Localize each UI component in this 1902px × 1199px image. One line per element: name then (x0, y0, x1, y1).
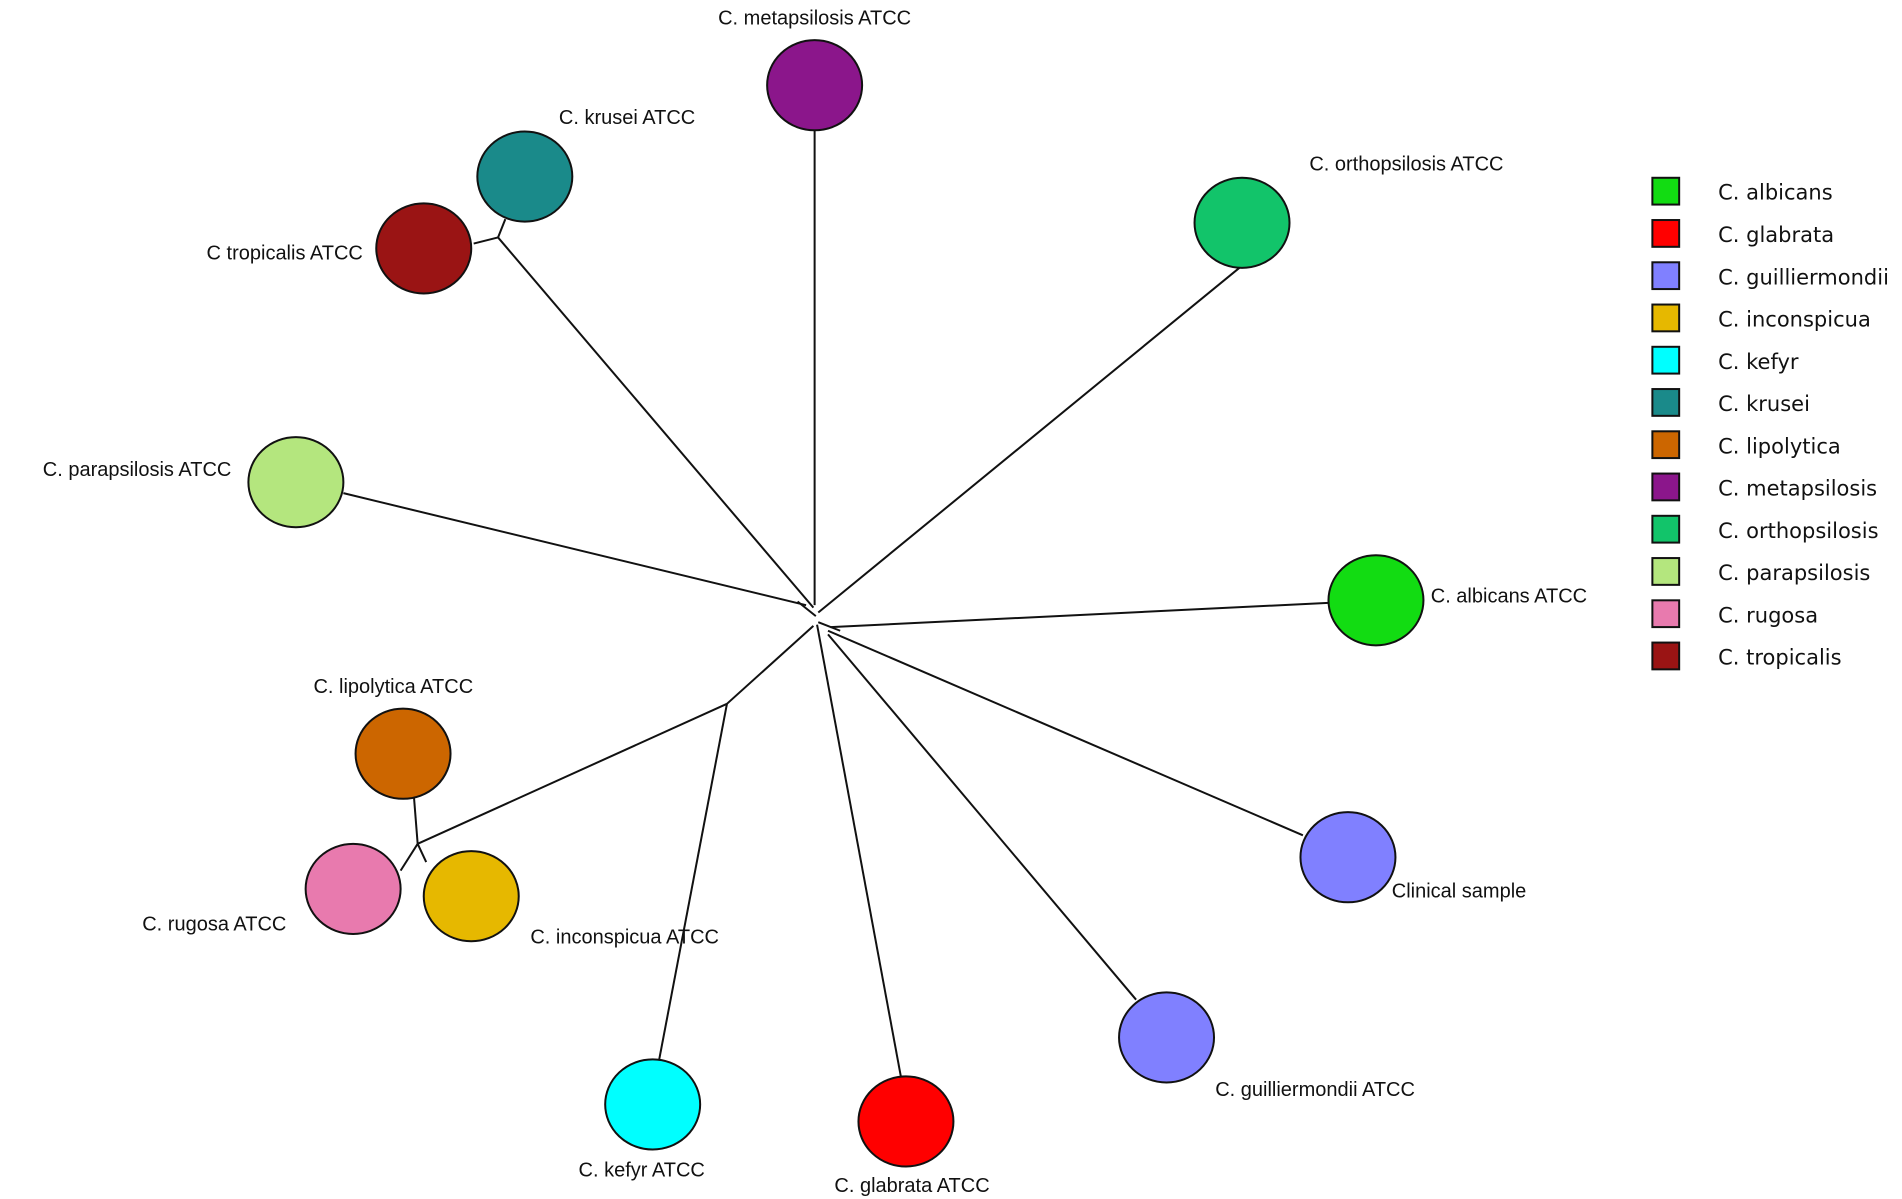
node-rugosa (304, 842, 402, 935)
legend-swatch (1651, 345, 1681, 375)
legend-label: C. tropicalis (1718, 646, 1841, 670)
legend-swatch (1651, 641, 1681, 671)
legend-swatch (1651, 557, 1681, 586)
legend-swatch (1651, 430, 1681, 460)
tree-branch (416, 843, 428, 863)
tree-branch (817, 621, 841, 632)
legend-swatch (1651, 261, 1681, 291)
tree-labels: C. metapsilosis ATCC C. krusei ATCC C trop… (43, 7, 1587, 1197)
legend-label: C. orthopsilosis (1718, 519, 1878, 543)
legend-label: C. albicans (1718, 181, 1833, 205)
legend-swatch (1651, 599, 1681, 629)
legend-label: C. lipolytica (1718, 434, 1841, 458)
legend-swatch (1651, 472, 1681, 502)
node-label-clinical: Clinical sample (1392, 880, 1527, 902)
node-tropicalis (375, 202, 473, 295)
tree-branch (417, 702, 728, 845)
legend: C. albicans C. glabrata C. guilliermondiiC… (1651, 176, 1889, 671)
node-label-rugosa: C. rugosa ATCC (142, 913, 286, 935)
node-label-lipolytica: C. lipolytica ATCC (313, 676, 473, 698)
node-label-orthopsilosis: C. orthopsilosis ATCC (1309, 153, 1503, 175)
node-metapsilosis (766, 39, 864, 132)
node-label-kefyr: C. kefyr ATCC (579, 1159, 705, 1181)
node-albicans (1327, 554, 1425, 647)
tree-branch (497, 236, 815, 609)
node-label-metapsilosis: C. metapsilosis ATCC (718, 7, 911, 29)
node-label-parapsilosis: C. parapsilosis ATCC (43, 459, 232, 481)
tree-nodes (247, 39, 1425, 1168)
legend-swatch (1651, 514, 1681, 544)
legend-swatch (1651, 303, 1681, 333)
legend-swatch (1651, 388, 1681, 417)
legend-label: C. krusei (1718, 392, 1810, 416)
node-parapsilosis (247, 436, 345, 529)
tree-branch (657, 703, 728, 1062)
tree-branch (399, 843, 419, 872)
node-label-krusei: C. krusei ATCC (559, 107, 695, 129)
legend-label: C. inconspicua (1718, 308, 1871, 332)
tree-branch (827, 629, 1304, 837)
tree-branch (497, 218, 507, 238)
node-label-glabrata: C. glabrata ATCC (834, 1175, 989, 1197)
legend-label: C. kefyr (1718, 350, 1799, 374)
tree-branch (830, 601, 1331, 629)
tree-branch (827, 633, 1137, 1001)
node-label-inconspicua: C. inconspicua ATCC (530, 927, 719, 949)
tree-branch (796, 600, 817, 617)
node-label-guilliermondii: C. guilliermondii ATCC (1215, 1079, 1415, 1101)
node-krusei (476, 130, 574, 223)
tree-branch (413, 797, 419, 844)
tree-branch (343, 492, 807, 607)
node-orthopsilosis (1193, 176, 1291, 269)
node-label-albicans: C. albicans ATCC (1431, 586, 1587, 608)
tree-branch (816, 624, 903, 1078)
node-label-tropicalis: C tropicalis ATCC (207, 242, 363, 264)
node-lipolytica (354, 707, 452, 800)
legend-swatch (1651, 176, 1681, 206)
legend-label: C. rugosa (1718, 603, 1818, 627)
legend-label: C. guilliermondii (1718, 265, 1889, 289)
legend-label: C. metapsilosis (1718, 477, 1877, 501)
node-guilliermondii (1118, 991, 1216, 1084)
node-kefyr (604, 1058, 702, 1151)
tree-branch (817, 265, 1242, 614)
node-clinical (1299, 811, 1397, 904)
tree-branch (473, 236, 499, 245)
tree-branches (343, 127, 1331, 1078)
tree-branch (726, 625, 815, 705)
node-inconspicua (422, 850, 520, 943)
legend-swatch (1651, 219, 1681, 248)
legend-label: C. glabrata (1718, 223, 1834, 247)
legend-label: C. parapsilosis (1718, 561, 1870, 585)
node-glabrata (857, 1075, 955, 1168)
